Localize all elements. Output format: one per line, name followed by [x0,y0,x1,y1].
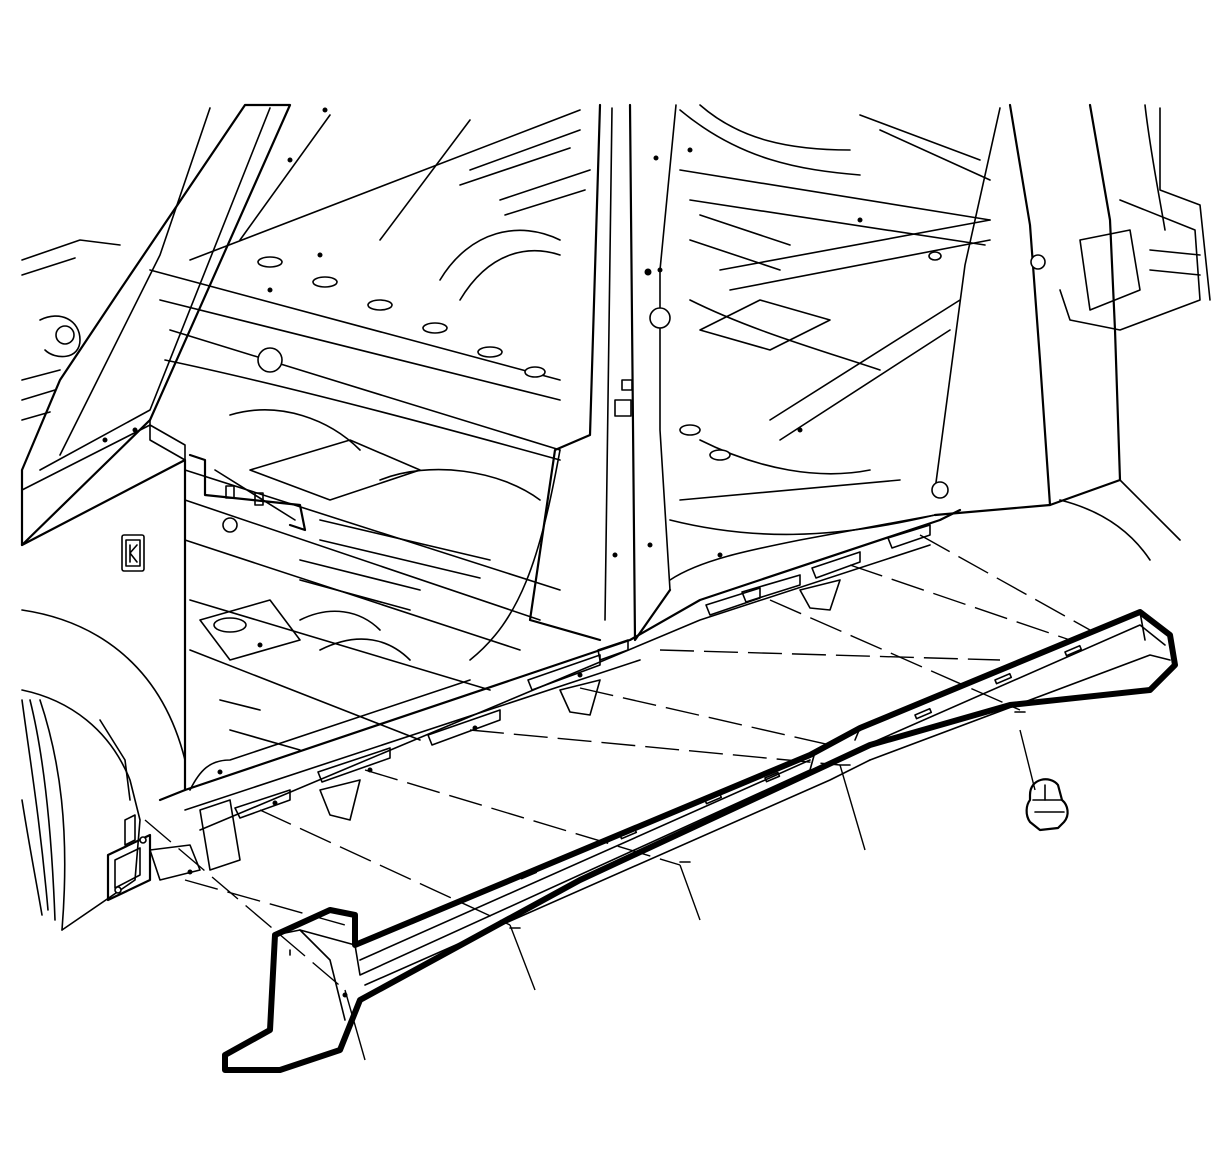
front-fender [20,458,187,931]
rear-pillar [931,103,1211,561]
front-hinge-bracket [106,814,152,902]
front-floor-pan [149,107,591,751]
vehicle-body-structure [20,103,1211,931]
seat-anchor-bracket [188,453,307,532]
brand-badge [121,534,145,572]
front-pillar [20,103,292,761]
body-sill [149,508,962,881]
far-side-structure [21,239,138,443]
push-pin-retainer [1025,778,1069,832]
rocker-panel-molding [222,609,1178,1073]
alignment-leader-lines [144,534,1091,1061]
rear-floor-pan [669,104,991,536]
center-pillar [469,103,677,661]
